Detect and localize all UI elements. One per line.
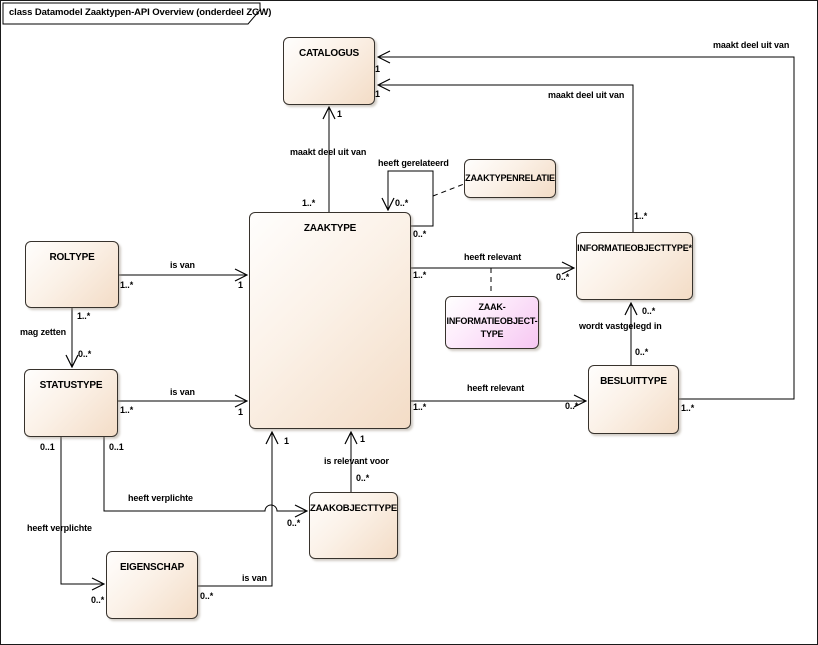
class-zaakinformatieobjecttype-label: ZAAK-INFORMATIEOBJECT-TYPE — [446, 302, 538, 339]
class-zaakobjecttype-label: ZAAKOBJECTTYPE — [310, 503, 397, 514]
mult-eigenschap-zaaktype-target: 1 — [284, 436, 289, 446]
connector-informatieobjecttype-catalogus[interactable] — [378, 85, 634, 232]
class-catalogus[interactable]: CATALOGUS — [283, 37, 375, 105]
mult-zaakobjecttype-zaaktype-target: 1 — [360, 434, 365, 444]
assoc-name-statustype-zaakobjecttype: heeft verplichte — [128, 493, 193, 503]
connector-besluittype-catalogus[interactable] — [378, 57, 795, 400]
class-zaakobjecttype[interactable]: ZAAKOBJECTTYPE — [309, 492, 398, 559]
mult-zaaktype-self-target: 0..* — [395, 198, 409, 208]
connector-zaaktype-self[interactable] — [388, 170, 434, 227]
mult-zaaktype-informatieobjecttype-source: 1..* — [413, 270, 427, 280]
class-informatieobjecttype-label: INFORMATIEOBJECTTYPE* — [577, 243, 692, 253]
mult-roltype-zaaktype-target: 1 — [238, 280, 243, 290]
frame-title-tab — [2, 2, 261, 25]
mult-zaaktype-besluittype-target: 0..* — [565, 401, 579, 411]
assoc-name-zaakobjecttype-zaaktype: is relevant voor — [324, 456, 389, 466]
mult-zaaktype-besluittype-source: 1..* — [413, 402, 427, 412]
assoc-name-zaaktype-self: heeft gerelateerd — [378, 158, 449, 168]
class-besluittype[interactable]: BESLUITTYPE — [588, 365, 679, 434]
mult-statustype-zaaktype-source: 1..* — [120, 405, 134, 415]
mult-besluittype-informatieobjecttype-source: 0..* — [635, 347, 649, 357]
frame-title: class Datamodel Zaaktypen-API Overview (… — [9, 7, 272, 18]
mult-statustype-zaakobjecttype-source: 0..1 — [109, 442, 124, 452]
class-roltype-label: ROLTYPE — [49, 252, 95, 263]
mult-besluittype-informatieobjecttype-target: 0..* — [642, 306, 656, 316]
class-besluittype-label: BESLUITTYPE — [600, 376, 667, 387]
mult-besluittype-catalogus-source: 1..* — [681, 403, 695, 413]
class-zaaktype[interactable]: ZAAKTYPE — [249, 212, 411, 429]
connector-eigenschap-zaaktype[interactable] — [198, 432, 272, 587]
assoc-name-statustype-zaaktype: is van — [170, 387, 195, 397]
mult-informatieobjecttype-catalogus-target: 1 — [375, 89, 380, 99]
assoc-name-zaaktype-catalogus: maakt deel uit van — [290, 147, 367, 157]
class-statustype-label: STATUSTYPE — [39, 380, 103, 391]
mult-besluittype-catalogus-target: 1 — [375, 64, 380, 74]
class-catalogus-label: CATALOGUS — [298, 48, 360, 59]
assoc-name-roltype-statustype: mag zetten — [20, 327, 67, 337]
class-eigenschap[interactable]: EIGENSCHAP — [106, 551, 198, 619]
class-zaaktypenrelatie-label: ZAAKTYPENRELATIE — [465, 173, 555, 183]
connector-statustype-eigenschap[interactable] — [60, 437, 104, 584]
connector-zaaktypenrelatie-dashed[interactable] — [432, 183, 465, 197]
class-zaaktypenrelatie[interactable]: ZAAKTYPENRELATIE — [464, 159, 556, 198]
connector-statustype-zaakobjecttype[interactable] — [103, 437, 307, 511]
mult-informatieobjecttype-catalogus-source: 1..* — [634, 211, 648, 221]
assoc-name-roltype-zaaktype: is van — [170, 260, 195, 270]
assoc-name-besluittype-catalogus: maakt deel uit van — [713, 40, 790, 50]
class-zaakinformatieobjecttype[interactable]: ZAAK-INFORMATIEOBJECT-TYPE — [445, 296, 539, 349]
assoc-name-zaaktype-besluittype: heeft relevant — [467, 383, 525, 393]
mult-zaakobjecttype-zaaktype-source: 0..* — [356, 473, 370, 483]
mult-zaaktype-catalogus-target: 1 — [337, 109, 342, 119]
mult-statustype-eigenschap-source: 0..1 — [40, 442, 55, 452]
mult-zaaktype-self-source: 0..* — [413, 229, 427, 239]
mult-roltype-statustype-source: 1..* — [77, 311, 91, 321]
class-informatieobjecttype[interactable]: INFORMATIEOBJECTTYPE* — [576, 232, 693, 300]
assoc-name-informatieobjecttype-catalogus: maakt deel uit van — [548, 90, 625, 100]
class-eigenschap-label: EIGENSCHAP — [119, 562, 185, 573]
mult-zaaktype-catalogus-source: 1..* — [302, 198, 316, 208]
mult-statustype-zaaktype-target: 1 — [238, 407, 243, 417]
mult-eigenschap-zaaktype-source: 0..* — [200, 591, 214, 601]
mult-roltype-statustype-target: 0..* — [78, 349, 92, 359]
class-roltype[interactable]: ROLTYPE — [25, 241, 119, 308]
class-statustype[interactable]: STATUSTYPE — [24, 369, 118, 437]
mult-statustype-zaakobjecttype-target: 0..* — [287, 518, 301, 528]
mult-roltype-zaaktype-source: 1..* — [120, 280, 134, 290]
mult-statustype-eigenschap-target: 0..* — [91, 595, 105, 605]
assoc-name-besluittype-informatieobjecttype: wordt vastgelegd in — [579, 321, 662, 331]
assoc-name-statustype-eigenschap: heeft verplichte — [27, 523, 92, 533]
mult-zaaktype-informatieobjecttype-target: 0..* — [556, 272, 570, 282]
assoc-name-zaaktype-informatieobjecttype: heeft relevant — [464, 252, 522, 262]
class-zaaktype-label: ZAAKTYPE — [303, 223, 357, 234]
assoc-name-eigenschap-zaaktype: is van — [242, 573, 267, 583]
